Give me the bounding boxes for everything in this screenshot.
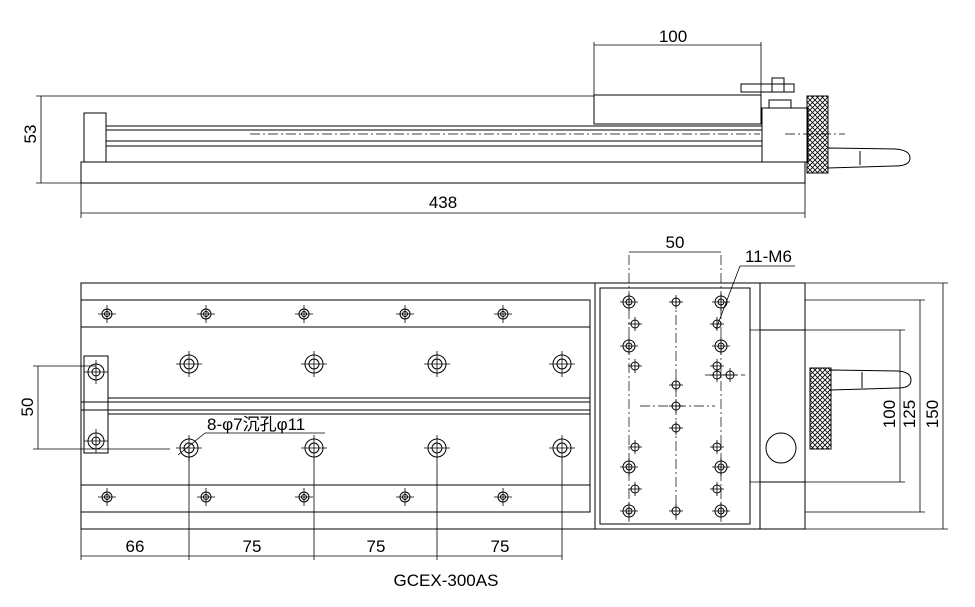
side-handle — [827, 147, 911, 169]
side-view: 100 53 438 — [21, 27, 911, 218]
side-base-plate — [80, 161, 806, 184]
side-right-end-block — [761, 107, 809, 163]
side-knurled-knob — [806, 95, 829, 174]
top-handle — [830, 369, 912, 391]
dim-left-pitch-label: 50 — [18, 398, 37, 417]
dim-75a-label: 75 — [243, 537, 262, 556]
dim-length-label: 438 — [429, 193, 457, 212]
holes-label: 8-φ7沉孔φ11 — [207, 415, 305, 434]
model-caption: GCEX-300AS — [394, 571, 499, 590]
dim-75b-label: 75 — [367, 537, 386, 556]
dim-150-label: 150 — [923, 400, 942, 428]
dim-stroke-label: 100 — [659, 27, 687, 46]
dim-125-label: 125 — [900, 400, 919, 428]
top-view: 50 11-M6 100 125 150 50 8-φ7沉孔φ11 — [18, 233, 948, 560]
mounting-holes — [84, 293, 737, 520]
top-knurled-knob — [809, 367, 832, 450]
dim-hole-spacing-label: 50 — [666, 233, 685, 252]
dim-66-label: 66 — [126, 537, 145, 556]
dim-75c-label: 75 — [491, 537, 510, 556]
side-carriage — [593, 94, 762, 125]
threads-label: 11-M6 — [745, 247, 792, 266]
dim-100-label: 100 — [880, 400, 899, 428]
dim-height-label: 53 — [21, 125, 40, 144]
side-left-end-block — [83, 112, 107, 163]
